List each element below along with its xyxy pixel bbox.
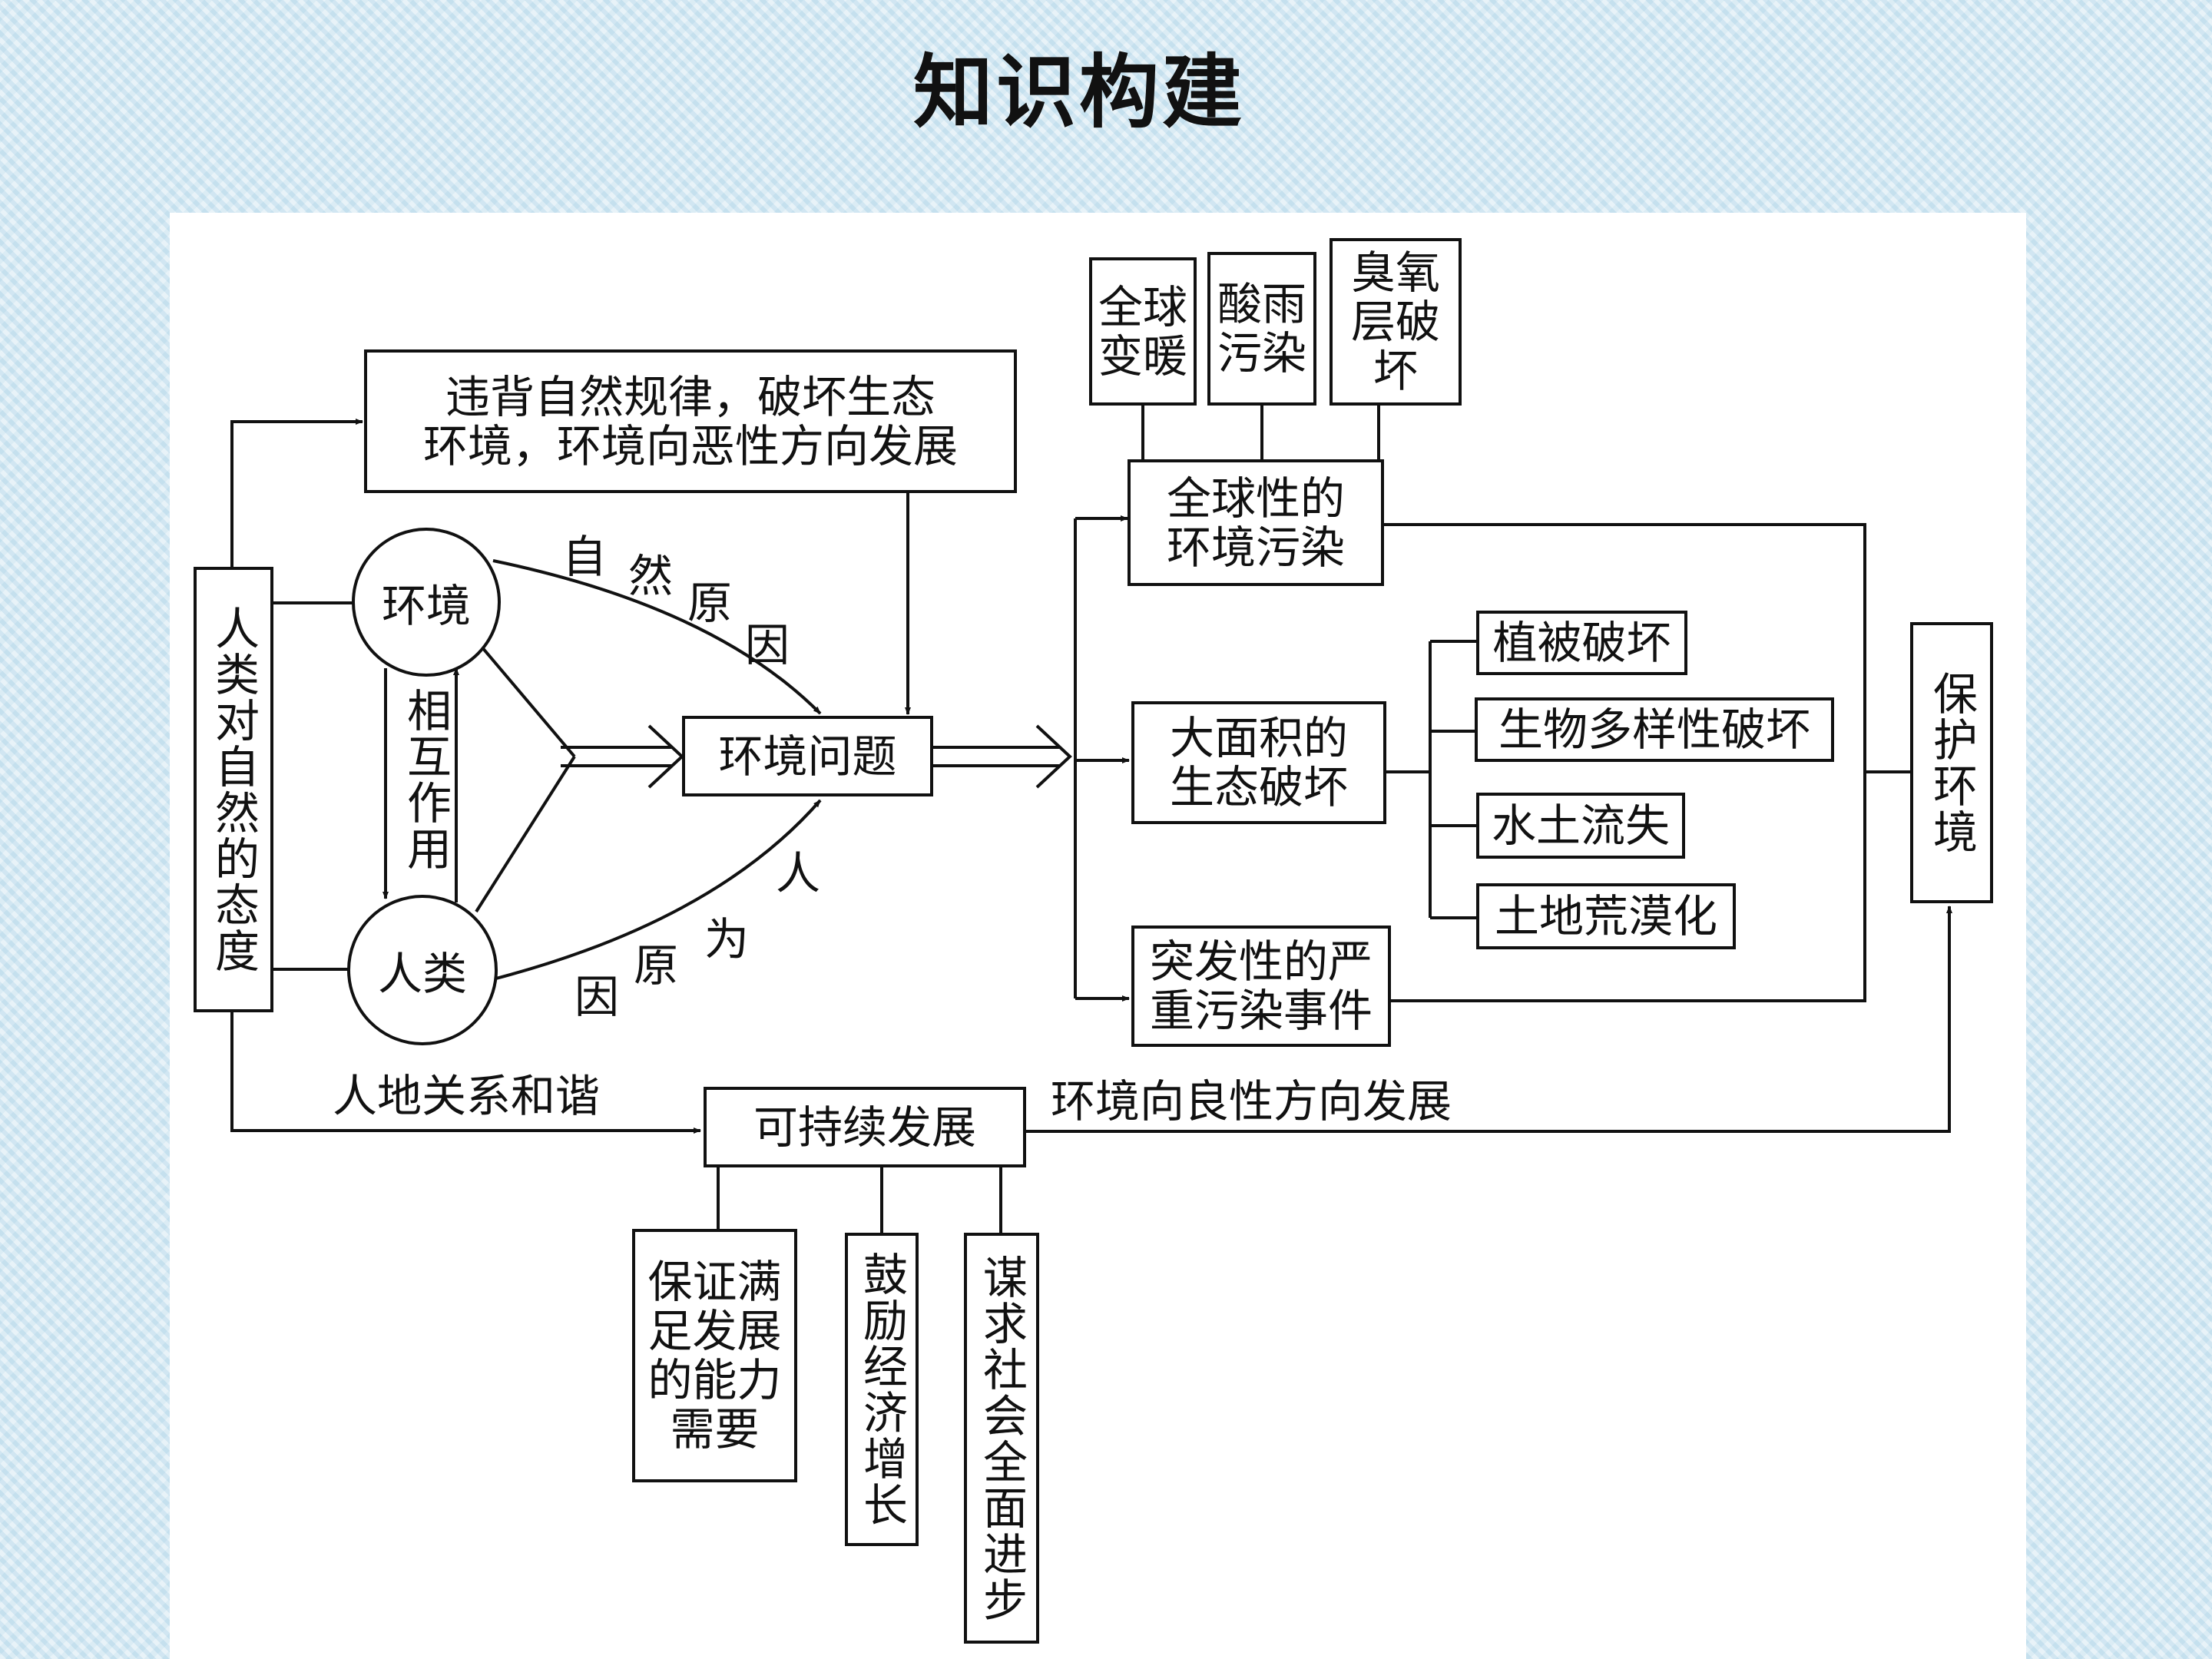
global-warming-box: 全球 变暖 (1089, 257, 1197, 406)
natural-cause-char-1: 自 (562, 531, 608, 583)
acid-rain-line2: 污染 (1217, 327, 1306, 379)
interaction-label: 相互作用 (399, 687, 452, 872)
attitude-box: 人类对自然的态度 (194, 567, 273, 1012)
pursue-progress-box: 谋求社会全面进步 (964, 1233, 1039, 1644)
human-cause-char-1: 人 (776, 847, 821, 899)
env-problem-box: 环境问题 (682, 716, 933, 796)
line-global-to-right (1382, 523, 1866, 1002)
sudden-pollution-box: 突发性的严 重污染事件 (1131, 926, 1391, 1047)
sudden-line1: 突发性的严 (1149, 935, 1373, 988)
ozone-box: 臭氧 层破 坏 (1330, 238, 1462, 406)
page-title: 知识构建 (912, 45, 1245, 139)
vegetation-box: 植被破坏 (1476, 611, 1687, 675)
arrow-natural-cause (492, 559, 822, 715)
vegetation-label: 植被破坏 (1492, 617, 1671, 669)
protect-env-box: 保护环境 (1910, 622, 1993, 903)
global-warming-line2: 变暖 (1098, 329, 1187, 382)
human-circle: 人类 (347, 895, 498, 1045)
arrow-sustainable-to-protect (1025, 906, 1952, 1133)
acid-rain-box: 酸雨 污染 (1207, 252, 1316, 406)
env-problem-label: 环境问题 (718, 730, 897, 783)
global-pollution-box: 全球性的 环境污染 (1128, 459, 1384, 586)
biodiversity-box: 生物多样性破坏 (1475, 697, 1834, 762)
ensure-line4: 需要 (670, 1403, 760, 1455)
ozone-line3: 坏 (1373, 345, 1418, 397)
pursue-label: 谋求社会全面进步 (975, 1253, 1028, 1623)
human-cause-char-3: 原 (634, 939, 679, 992)
human-cause-char-4: 因 (575, 971, 620, 1023)
attitude-text: 人类对自然的态度 (207, 605, 260, 974)
natural-cause-char-2: 然 (628, 550, 674, 602)
natural-cause-char-3: 原 (687, 577, 733, 629)
global-pollution-line2: 环境污染 (1166, 521, 1345, 574)
environment-label: 环境 (381, 580, 471, 632)
soil-erosion-label: 水土流失 (1491, 800, 1670, 852)
violate-box: 违背自然规律，破坏生态 环境，环境向恶性方向发展 (364, 349, 1017, 493)
line-env-converge (480, 645, 576, 758)
biodiversity-label: 生物多样性破坏 (1498, 704, 1810, 756)
global-warming-line1: 全球 (1098, 280, 1187, 333)
desertification-label: 土地荒漠化 (1494, 890, 1717, 942)
double-arrow-head-problem (647, 724, 684, 789)
eco-damage-box: 大面积的 生态破坏 (1131, 701, 1386, 824)
violate-line1: 违背自然规律，破坏生态 (445, 370, 935, 423)
encourage-label: 鼓励经济增长 (856, 1251, 908, 1528)
ozone-line1: 臭氧 (1350, 247, 1440, 299)
encourage-growth-box: 鼓励经济增长 (845, 1233, 919, 1546)
ensure-needs-box: 保证满 足发展 的能力 需要 (632, 1229, 797, 1482)
ensure-line3: 的能力 (647, 1354, 782, 1406)
violate-line2: 环境，环境向恶性方向发展 (422, 419, 958, 472)
desertification-box: 土地荒漠化 (1476, 883, 1736, 949)
soil-erosion-box: 水土流失 (1476, 793, 1685, 859)
eco-damage-line1: 大面积的 (1169, 712, 1348, 764)
double-arrow-head-branch (1035, 724, 1072, 789)
acid-rain-line1: 酸雨 (1217, 278, 1306, 330)
human-label: 人类 (377, 948, 467, 1000)
arrow-attitude-to-sustainable (230, 1012, 701, 1134)
protect-env-label: 保护环境 (1926, 671, 1978, 855)
global-pollution-line1: 全球性的 (1166, 472, 1345, 525)
environment-circle: 环境 (352, 528, 501, 677)
sustainable-box: 可持续发展 (704, 1087, 1026, 1167)
natural-cause-char-4: 因 (745, 619, 790, 671)
arrow-attitude-to-violate (230, 419, 363, 570)
line-human-converge (475, 755, 576, 913)
human-cause-char-2: 为 (704, 913, 750, 965)
ozone-line2: 层破 (1350, 296, 1440, 348)
sustainable-label: 可持续发展 (753, 1101, 976, 1154)
harmony-label: 人地关系和谐 (333, 1070, 601, 1122)
sudden-line2: 重污染事件 (1149, 985, 1373, 1037)
ensure-line1: 保证满 (647, 1256, 782, 1308)
eco-damage-line2: 生态破坏 (1169, 761, 1348, 813)
ensure-line2: 足发展 (647, 1305, 782, 1357)
arrow-human-cause (492, 799, 822, 981)
good-direction-label: 环境向良性方向发展 (1051, 1075, 1452, 1128)
